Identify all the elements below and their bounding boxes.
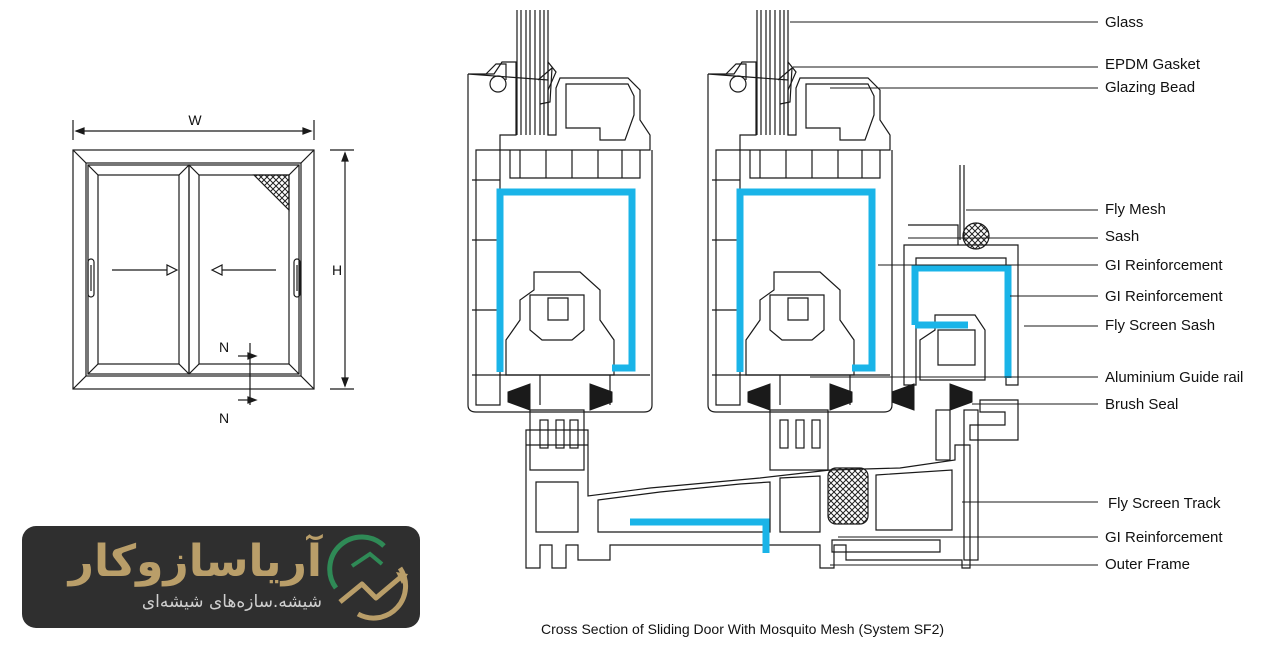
slide-arrow-right-icon	[112, 264, 179, 276]
brand-mark-icon	[327, 534, 409, 621]
callout-glass: Glass	[1105, 14, 1143, 31]
right-handle-icon	[293, 258, 301, 298]
cross-section	[467, 10, 1019, 569]
mesh-corner-icon	[252, 174, 290, 212]
leader-lines	[790, 21, 1098, 566]
slide-arrow-left-icon	[210, 264, 276, 276]
callout-sash: Sash	[1105, 228, 1139, 245]
brand-name: آریاسازوکار	[68, 536, 322, 587]
brand-tagline: شیشه.سازه‌های شیشه‌ای	[141, 592, 322, 612]
right-sash-profile	[707, 60, 893, 413]
left-handle-icon	[87, 258, 95, 298]
width-dimension	[72, 120, 315, 140]
gi-reinforcement-frame	[630, 518, 770, 553]
callout-fly-mesh: Fly Mesh	[1105, 201, 1166, 218]
outer-frame-profile	[525, 409, 979, 569]
callout-gi-reinforcement-2: GI Reinforcement	[1105, 288, 1223, 305]
callout-epdm-gasket: EPDM Gasket	[1105, 56, 1201, 73]
left-sash	[87, 164, 190, 375]
callout-fly-screen-track: Fly Screen Track	[1108, 495, 1221, 512]
section-mark-bottom: N	[219, 410, 229, 426]
fly-mesh-block	[827, 467, 869, 525]
gi-reinforcements	[496, 188, 1012, 553]
section-cut-marker	[238, 343, 258, 405]
brush-seals	[507, 383, 973, 411]
left-sash-profile	[467, 60, 653, 413]
callout-gi-reinforcement-1: GI Reinforcement	[1105, 257, 1223, 274]
callout-brush-seal: Brush Seal	[1105, 396, 1178, 413]
gi-reinforcement-flyscreen	[911, 264, 1012, 378]
sash-track-right	[769, 409, 829, 471]
window-elevation	[72, 120, 354, 405]
callout-outer-frame: Outer Frame	[1105, 556, 1190, 573]
glass-panes	[516, 10, 789, 135]
height-label: H	[332, 262, 342, 278]
width-label: W	[188, 112, 202, 128]
right-sash	[188, 164, 301, 375]
gi-reinforcement-center	[736, 188, 876, 372]
callout-fly-screen-sash: Fly Screen Sash	[1105, 317, 1215, 334]
gi-reinforcement-left	[496, 188, 636, 372]
brand-logo: آریاسازوکار شیشه.سازه‌های شیشه‌ای	[22, 526, 420, 628]
figure-caption: Cross Section of Sliding Door With Mosqu…	[541, 621, 945, 637]
callout-glazing-bead: Glazing Bead	[1105, 79, 1195, 96]
section-mark-top: N	[219, 339, 229, 355]
callout-aluminium-guide-rail: Aluminium Guide rail	[1105, 369, 1243, 386]
sash-track-left	[529, 409, 585, 471]
callout-gi-reinforcement-3: GI Reinforcement	[1105, 529, 1223, 546]
height-dimension	[330, 149, 354, 390]
mesh-spline-icon	[962, 222, 990, 250]
outer-frame	[72, 149, 315, 390]
